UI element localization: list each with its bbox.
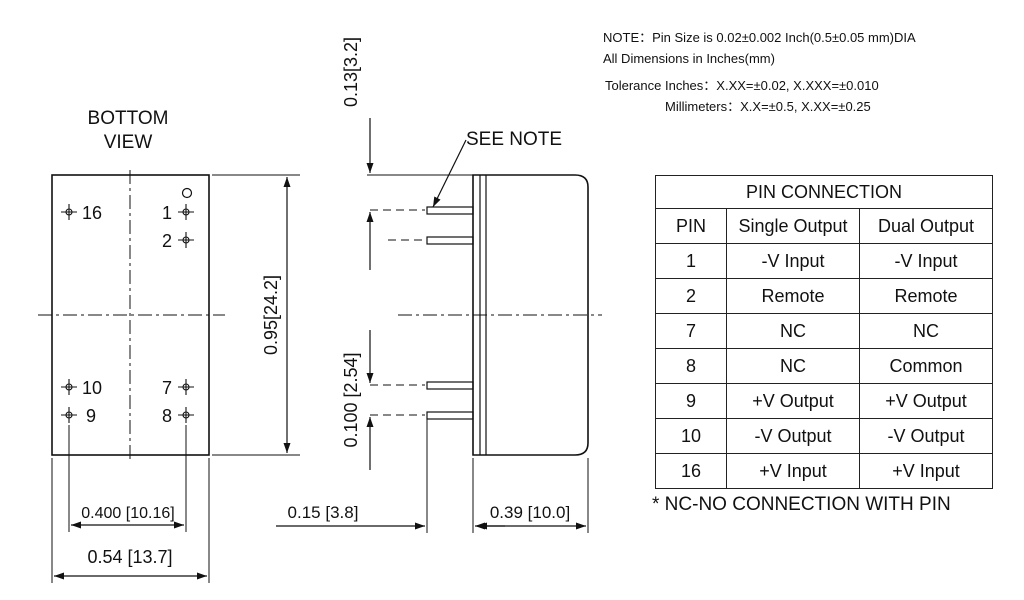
svg-text:SEE NOTE: SEE NOTE [466, 129, 562, 150]
svg-text:9: 9 [86, 406, 96, 426]
dimension-body-depth: 0.39 [10.0] [477, 458, 589, 533]
pin-number-cell: 9 [655, 383, 727, 419]
svg-text:16: 16 [82, 203, 102, 223]
side-pins [426, 206, 474, 420]
single-output-cell: NC [726, 313, 860, 349]
bottom-view-title-line1: BOTTOM [88, 108, 169, 129]
note-tolerance-inches: Tolerance Inches：X.XX=±0.02, X.XXX=±0.01… [605, 78, 879, 93]
pin-8: 8 [162, 406, 194, 426]
dual-output-cell: -V Input [859, 243, 993, 279]
single-output-cell: Remote [726, 278, 860, 314]
svg-text:0.54 [13.7]: 0.54 [13.7] [87, 547, 172, 567]
dimension-pin-length: 0.15 [3.8] [276, 419, 505, 533]
table-row: 8 NC Common [655, 348, 993, 384]
table-row: 7 NC NC [655, 313, 993, 349]
dual-output-cell: +V Output [859, 383, 993, 419]
svg-text:1: 1 [162, 203, 172, 223]
single-output-cell: NC [726, 348, 860, 384]
dual-output-cell: -V Output [859, 418, 993, 454]
see-note-callout: SEE NOTE [432, 129, 562, 208]
table-row: 1 -V Input -V Input [655, 243, 993, 279]
svg-text:0.13[3.2]: 0.13[3.2] [341, 37, 361, 107]
svg-text:2: 2 [162, 231, 172, 251]
pin-number-cell: 7 [655, 313, 727, 349]
pin-9: 9 [61, 406, 96, 426]
svg-text:7: 7 [162, 378, 172, 398]
pin-number-cell: 16 [655, 453, 727, 489]
dual-output-cell: NC [859, 313, 993, 349]
pin-1: 1 [162, 203, 194, 223]
svg-text:0.39 [10.0]: 0.39 [10.0] [490, 503, 570, 522]
table-row: 2 Remote Remote [655, 278, 993, 314]
pin-10: 10 [61, 378, 102, 398]
table-row: 10 -V Output -V Output [655, 418, 993, 454]
nc-footnote: * NC-NO CONNECTION WITH PIN [652, 494, 951, 515]
dimension-pin-pitch: 0.100 [2.54] [341, 330, 374, 470]
pin-2: 2 [162, 231, 194, 251]
svg-text:0.95[24.2]: 0.95[24.2] [261, 275, 281, 355]
single-output-cell: +V Output [726, 383, 860, 419]
pin-number-cell: 2 [655, 278, 727, 314]
svg-text:10: 10 [82, 378, 102, 398]
pin-7: 7 [162, 378, 194, 398]
pin-16: 16 [61, 203, 102, 223]
svg-text:0.15 [3.8]: 0.15 [3.8] [288, 503, 359, 522]
note-units: All Dimensions in Inches(mm) [603, 51, 775, 66]
single-output-cell: -V Output [726, 418, 860, 454]
single-output-cell: +V Input [726, 453, 860, 489]
pin-connection-table: PIN CONNECTION PIN Single Output Dual Ou… [655, 175, 993, 489]
pin-number-cell: 8 [655, 348, 727, 384]
svg-text:0.100 [2.54]: 0.100 [2.54] [341, 352, 361, 447]
pin1-orientation-mark [181, 187, 193, 199]
pin-number-cell: 10 [655, 418, 727, 454]
pin-extension-lines [370, 209, 425, 416]
pin-number-cell: 1 [655, 243, 727, 279]
dimension-pin-span: 0.400 [10.16] [68, 425, 187, 532]
svg-text:0.400 [10.16]: 0.400 [10.16] [81, 505, 174, 522]
pin-table-header-dual: Dual Output [859, 208, 993, 244]
note-tolerance-mm: Millimeters：X.X=±0.5, X.XX=±0.25 [665, 99, 871, 114]
dimension-height: 0.95[24.2] [212, 174, 300, 456]
table-row: 16 +V Input +V Input [655, 453, 993, 489]
svg-text:8: 8 [162, 406, 172, 426]
single-output-cell: -V Input [726, 243, 860, 279]
table-row: 9 +V Output +V Output [655, 383, 993, 419]
bottom-view-title-line2: VIEW [104, 132, 153, 153]
pin-table-header-pin: PIN [655, 208, 727, 244]
side-view-body [472, 174, 589, 456]
dimension-top-offset: 0.13[3.2] [341, 37, 374, 270]
pin-table-title: PIN CONNECTION [655, 175, 993, 209]
dual-output-cell: Common [859, 348, 993, 384]
dimension-width: 0.54 [13.7] [51, 458, 210, 583]
dual-output-cell: Remote [859, 278, 993, 314]
dual-output-cell: +V Input [859, 453, 993, 489]
note-pin-size: NOTE：Pin Size is 0.02±0.002 Inch(0.5±0.0… [603, 30, 916, 45]
pin-table-header-single: Single Output [726, 208, 860, 244]
